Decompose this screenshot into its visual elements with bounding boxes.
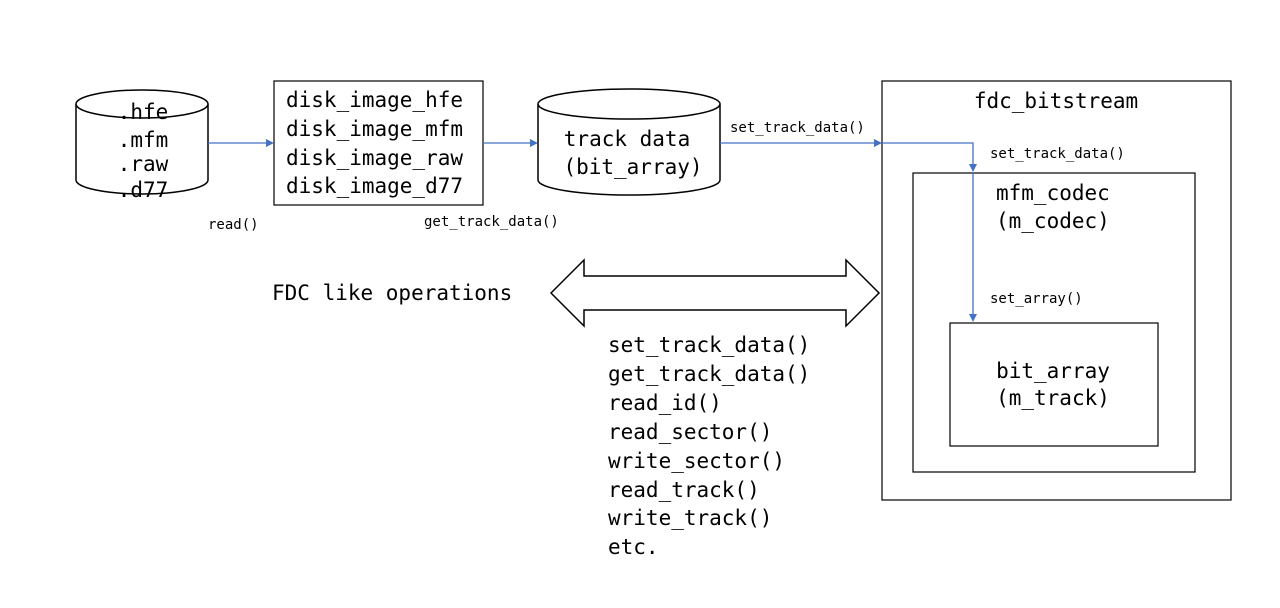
disk-image-box: disk_image_hfe disk_image_mfm disk_image… <box>273 80 484 206</box>
set-track-data-inner-label: set_track_data() <box>990 146 1125 162</box>
connector-get-track-data <box>483 139 538 147</box>
op-etc: etc. <box>608 535 659 559</box>
storage-cylinder: .hfe .mfm .raw .d77 <box>75 89 209 202</box>
op-get-track-data: get_track_data() <box>608 362 810 386</box>
storage-cylinder-body <box>75 104 209 195</box>
track-data-label: track data <box>564 127 690 151</box>
op-set-track-data: set_track_data() <box>608 333 810 357</box>
op-read-sector: read_sector() <box>608 420 772 444</box>
op-read-id: read_id() <box>608 391 722 415</box>
set-track-data-outer-label: set_track_data() <box>730 120 865 136</box>
fdc-operations-double-arrow <box>549 258 881 328</box>
track-data-type-label: (bit_array) <box>563 155 702 179</box>
format-d77: .d77 <box>118 178 169 202</box>
track-data-cylinder-top <box>537 88 721 120</box>
bit-array-box: bit_array (m_track) <box>949 322 1159 447</box>
format-mfm: .mfm <box>118 128 169 152</box>
read-label: read() <box>208 217 259 233</box>
mfm-codec-member-label: (m_codec) <box>996 209 1110 233</box>
format-raw: .raw <box>118 152 169 176</box>
storage-cylinder-top <box>75 89 209 119</box>
fdc-bitstream-title: fdc_bitstream <box>974 89 1138 113</box>
disk-image-raw-label: disk_image_raw <box>286 146 463 170</box>
connector-read <box>208 139 274 147</box>
fdc-operations-list: set_track_data() get_track_data() read_i… <box>608 333 810 559</box>
connector-set-array <box>969 172 977 322</box>
op-write-track: write_track() <box>608 506 772 530</box>
disk-image-box-frame <box>273 80 484 206</box>
mfm-codec-label: mfm_codec <box>996 181 1110 205</box>
bit-array-frame <box>949 322 1159 447</box>
disk-image-d77-label: disk_image_d77 <box>286 174 463 198</box>
bit-array-label: bit_array <box>996 359 1110 383</box>
disk-image-mfm-label: disk_image_mfm <box>286 117 463 141</box>
connector-set-track-data-outer <box>720 139 882 147</box>
op-read-track: read_track() <box>608 478 760 502</box>
set-array-label: set_array() <box>990 291 1083 307</box>
track-data-cylinder: track data (bit_array) <box>537 88 721 196</box>
get-track-data-label: get_track_data() <box>424 214 559 230</box>
op-write-sector: write_sector() <box>608 449 785 473</box>
disk-image-hfe-label: disk_image_hfe <box>286 88 463 112</box>
connector-set-track-data-inner <box>882 142 977 172</box>
format-hfe: .hfe <box>118 100 169 124</box>
fdc-operations-label: FDC like operations <box>272 281 512 305</box>
bit-array-member-label: (m_track) <box>996 386 1110 410</box>
track-data-cylinder-body <box>537 104 721 196</box>
